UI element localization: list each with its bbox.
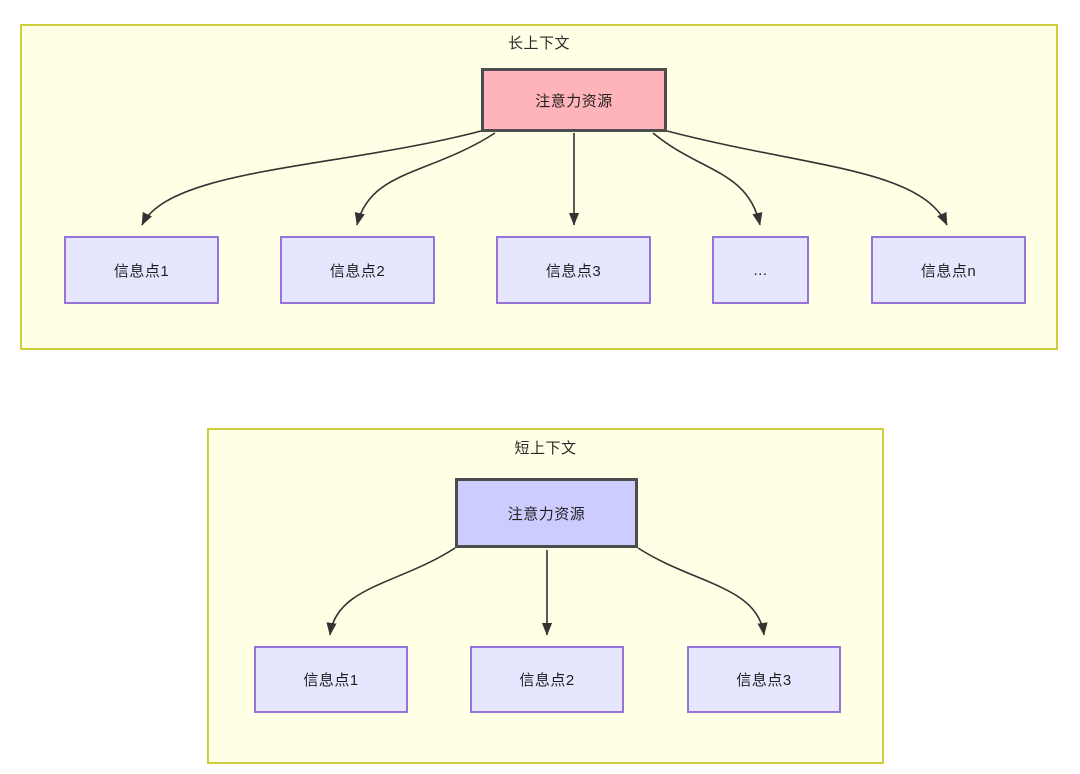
node-label: 信息点1 (303, 672, 359, 689)
node-attention-resource-long[interactable]: 注意力资源 (481, 68, 667, 132)
node-info-point-3-long[interactable]: 信息点3 (496, 236, 651, 304)
node-label: 注意力资源 (507, 505, 586, 523)
node-label: 信息点1 (113, 262, 170, 280)
node-info-point-2-long[interactable]: 信息点2 (280, 236, 435, 304)
node-attention-resource-short[interactable]: 注意力资源 (455, 478, 638, 548)
panel-long-context-title: 长上下文 (507, 35, 570, 52)
node-label: 信息点3 (736, 672, 792, 689)
node-info-point-3-short[interactable]: 信息点3 (687, 646, 841, 713)
node-label: ... (753, 261, 768, 279)
panel-short-context-title: 短上下文 (514, 440, 577, 457)
node-info-point-1-short[interactable]: 信息点1 (254, 646, 408, 713)
node-info-point-2-short[interactable]: 信息点2 (470, 646, 624, 713)
node-info-point-ellipsis-long[interactable]: ... (712, 236, 809, 304)
node-label: 注意力资源 (535, 92, 613, 110)
node-label: 信息点n (920, 262, 977, 280)
node-label: 信息点2 (519, 672, 575, 689)
node-label: 信息点2 (329, 262, 386, 280)
node-info-point-n-long[interactable]: 信息点n (871, 236, 1026, 304)
node-info-point-1-long[interactable]: 信息点1 (64, 236, 219, 304)
node-label: 信息点3 (545, 262, 602, 280)
